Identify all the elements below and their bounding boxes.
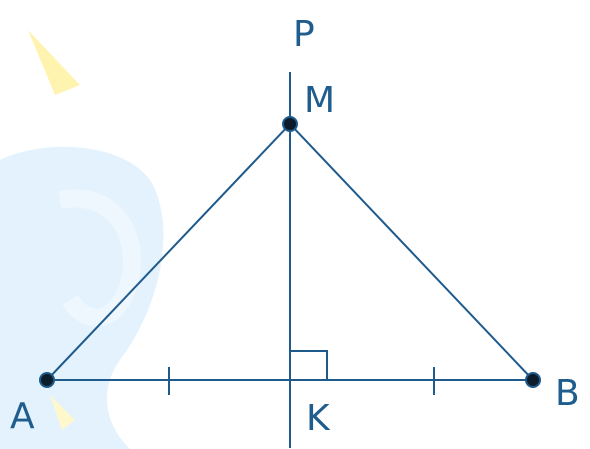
- yellow-ray-decoration: [28, 30, 80, 95]
- label-M: M: [304, 80, 335, 121]
- figure-lines: [46, 72, 534, 448]
- background-decoration: [0, 30, 164, 449]
- point-labels: P M A B K: [10, 14, 580, 439]
- segment-MA: [46, 123, 291, 381]
- point-A: [39, 372, 55, 388]
- light-blue-swirl: [58, 189, 141, 327]
- label-B: B: [555, 373, 580, 414]
- yellow-ray-small: [50, 395, 75, 430]
- right-angle-mark: [290, 350, 328, 380]
- figure-points: [39, 116, 541, 388]
- label-P: P: [293, 14, 315, 55]
- point-B: [525, 372, 541, 388]
- label-K: K: [306, 398, 331, 439]
- label-A: A: [10, 396, 35, 437]
- segment-MB: [289, 123, 534, 381]
- point-M: [282, 116, 298, 132]
